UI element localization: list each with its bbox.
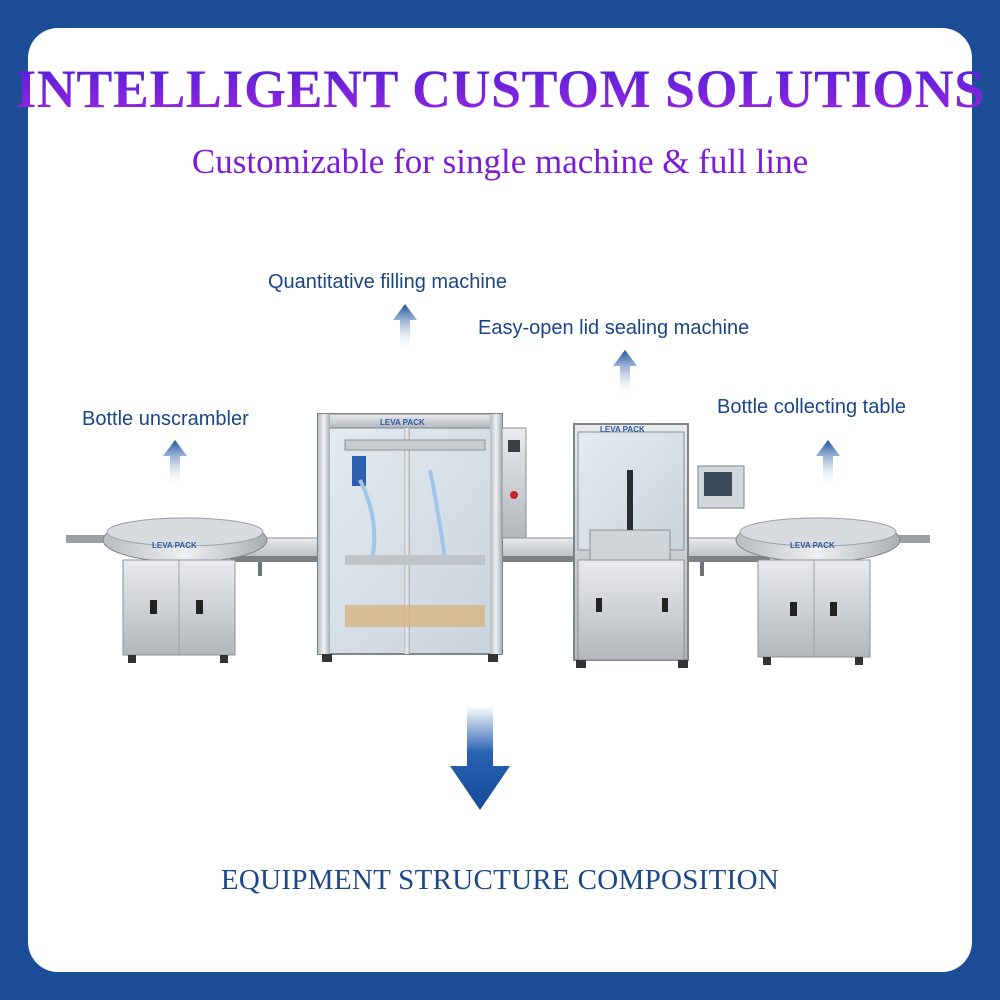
easy-open-lid-sealing-machine: LEVA PACK	[573, 423, 745, 668]
label-quantitative-filling-machine: Quantitative filling machine	[268, 271, 508, 293]
arrow-down-icon	[450, 706, 510, 810]
page-title: INTELLIGENT CUSTOM SOLUTIONS	[0, 58, 1000, 120]
brand-logo-right: LEVA PACK	[790, 541, 835, 550]
bottle-collecting-table-machine: LEVA PACK	[735, 517, 930, 665]
footer-title: EQUIPMENT STRUCTURE COMPOSITION	[220, 864, 780, 896]
label-bottle-collecting-table: Bottle collecting table	[717, 396, 907, 418]
arrow-up-icon-filler	[393, 304, 417, 352]
arrow-up-icon-collector	[816, 440, 840, 488]
brand-logo-left: LEVA PACK	[152, 541, 197, 550]
brand-logo-filler: LEVA PACK	[380, 418, 425, 427]
label-bottle-unscrambler: Bottle unscrambler	[82, 408, 249, 430]
quantitative-filling-machine: LEVA PACK	[317, 413, 527, 662]
bottle-unscrambler-machine: LEVA PACK	[66, 517, 268, 663]
arrow-up-icon-sealer	[613, 350, 637, 398]
page-subtitle: Customizable for single machine & full l…	[191, 142, 809, 181]
arrow-up-icon-unscrambler	[163, 440, 187, 488]
label-easy-open-lid-sealing-machine: Easy-open lid sealing machine	[478, 317, 750, 339]
brand-logo-sealer: LEVA PACK	[600, 425, 645, 434]
